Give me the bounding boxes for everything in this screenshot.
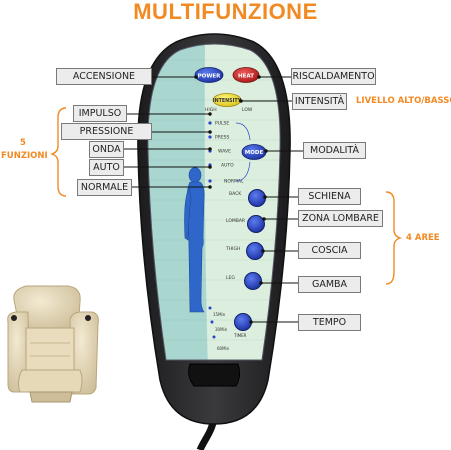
mode-normal-text: NORMAL bbox=[224, 179, 244, 185]
label-coscia: COSCIA bbox=[298, 242, 361, 259]
timer-button[interactable] bbox=[234, 313, 252, 331]
intensity-button[interactable]: INTENSITY bbox=[212, 93, 242, 107]
mode-button[interactable]: MODE bbox=[241, 144, 267, 160]
time-15-text: 15Min bbox=[213, 312, 226, 317]
area-lombar-text: LOMBAR bbox=[226, 218, 245, 224]
area-thigh-button[interactable] bbox=[246, 242, 264, 260]
label-accensione: ACCENSIONE bbox=[56, 68, 152, 85]
label-auto: AUTO bbox=[89, 159, 124, 176]
area-back-button[interactable] bbox=[248, 189, 266, 207]
svg-text:MODE: MODE bbox=[245, 150, 264, 156]
heat-button[interactable]: HEAT bbox=[232, 67, 260, 83]
panel-outline bbox=[147, 43, 281, 361]
intensity-high-text: HIGH bbox=[205, 107, 217, 113]
area-leg-button[interactable] bbox=[244, 272, 262, 290]
svg-text:POWER: POWER bbox=[198, 74, 222, 80]
area-thigh-text: THIGH bbox=[225, 246, 240, 252]
time-60-text: 60Min bbox=[217, 346, 230, 351]
annotation-five-functions-number: 5 bbox=[20, 138, 26, 148]
recliner-chair-image bbox=[7, 285, 99, 403]
label-modalita: MODALITÀ bbox=[303, 142, 366, 159]
label-tempo: TEMPO bbox=[298, 314, 361, 331]
timer-text: TIMER bbox=[233, 333, 247, 338]
area-back-text: BACK bbox=[229, 191, 242, 197]
label-intensita: INTENSITÀ bbox=[292, 93, 347, 110]
label-zona-lombare: ZONA LOMBARE bbox=[298, 210, 383, 227]
time-30-text: 30Min bbox=[215, 327, 228, 332]
label-onda: ONDA bbox=[89, 141, 124, 158]
connector-lines bbox=[123, 75, 303, 324]
annotation-five-functions-word: FUNZIONI bbox=[1, 151, 48, 161]
mode-wave-text: WAVE bbox=[218, 149, 231, 155]
mode-pulse-text: PULSE bbox=[215, 121, 229, 127]
label-gamba: GAMBA bbox=[298, 276, 361, 293]
area-lombar-button[interactable] bbox=[247, 215, 265, 233]
annotation-intensity-levels: LIVELLO ALTO/BASSO bbox=[356, 96, 451, 106]
mode-press-text: PRESS bbox=[215, 135, 230, 141]
human-figure-icon bbox=[184, 167, 205, 313]
area-leg-text: LEG bbox=[226, 275, 235, 281]
mode-auto-text: AUTO bbox=[221, 163, 234, 169]
intensity-low-text: LOW bbox=[242, 107, 253, 113]
label-schiena: SCHIENA bbox=[298, 188, 361, 205]
svg-text:INTENSITY: INTENSITY bbox=[213, 98, 242, 104]
label-normale: NORMALE bbox=[77, 179, 132, 196]
label-pressione: PRESSIONE bbox=[61, 123, 152, 140]
annotation-four-areas: 4 AREE bbox=[406, 233, 440, 243]
title: MULTIFUNZIONE bbox=[133, 0, 318, 24]
remote-bottom-nub bbox=[188, 363, 241, 387]
power-button[interactable]: POWER bbox=[194, 67, 224, 83]
bracket-right bbox=[385, 191, 403, 285]
bracket-left bbox=[49, 107, 67, 197]
label-impulso: IMPULSO bbox=[73, 105, 127, 122]
svg-text:HEAT: HEAT bbox=[238, 74, 254, 80]
label-riscaldamento: RISCALDAMENTO bbox=[291, 68, 376, 85]
